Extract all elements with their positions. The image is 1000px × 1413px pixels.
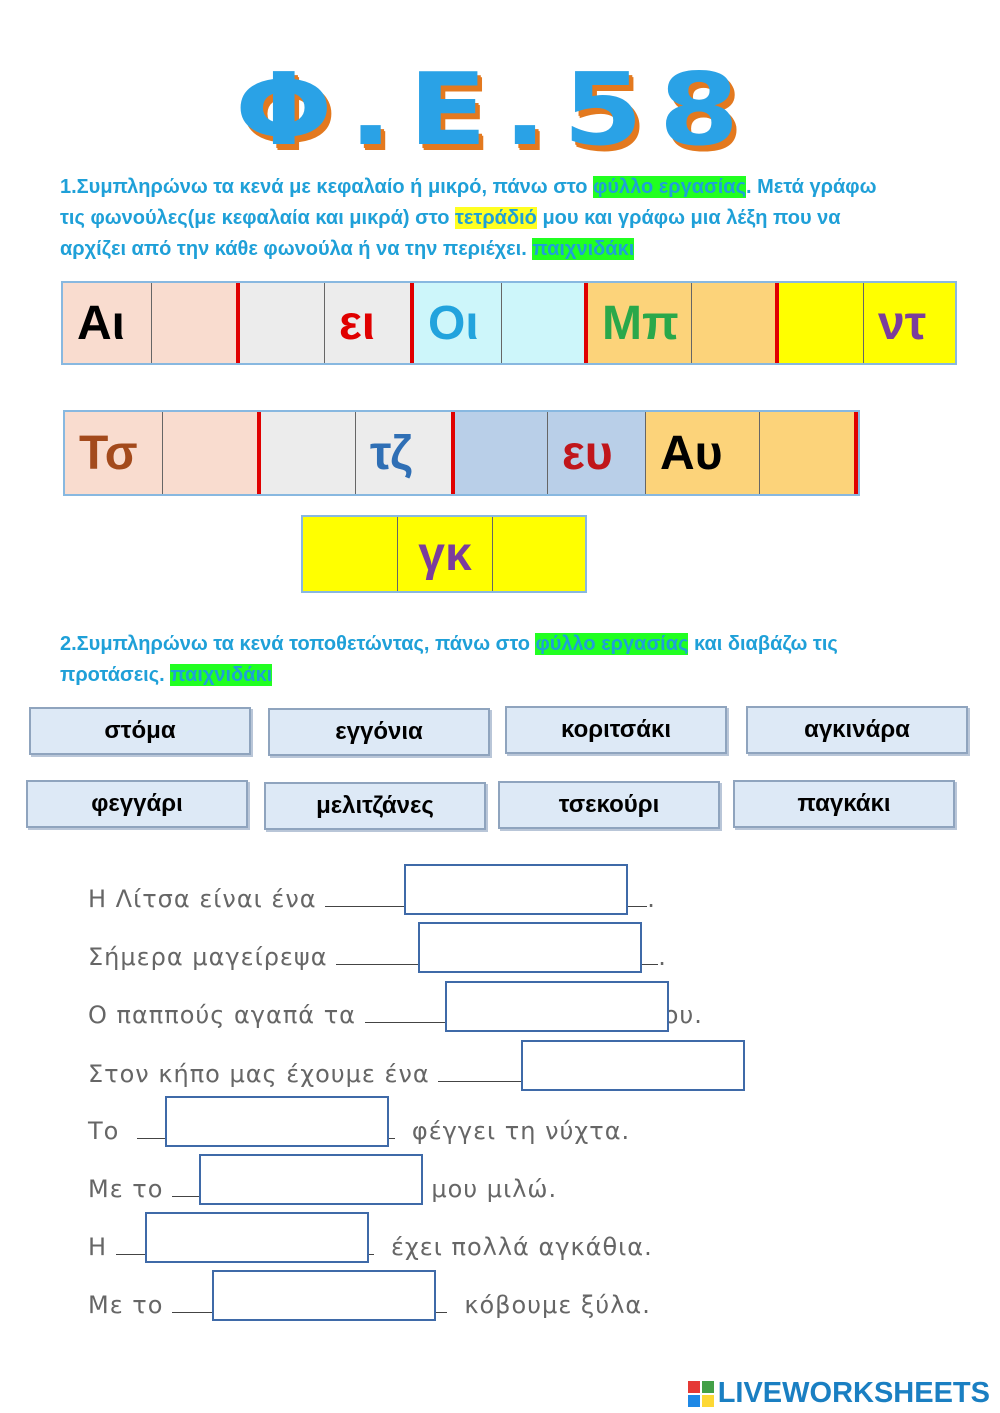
syllable-blank-input[interactable] (455, 412, 548, 494)
syllable-blank-input[interactable] (163, 412, 261, 494)
answer-input[interactable] (521, 1040, 745, 1091)
syllable-cell: Αυ (646, 412, 760, 494)
instruction-1-line-2: τις φωνούλες(με κεφαλαία και μικρά) στο … (60, 207, 841, 229)
syllable-cell: Αι (63, 283, 152, 363)
word-card[interactable]: αγκινάρα (746, 706, 968, 754)
logo-icon (687, 1380, 714, 1407)
syllable-row-2: Τσ τζ ευ Αυ (63, 410, 860, 496)
syllable-blank-input[interactable] (261, 412, 356, 494)
syllable-blank-input[interactable] (692, 283, 779, 363)
answer-input[interactable] (165, 1096, 389, 1147)
syllable-cell: Οι (414, 283, 502, 363)
link-worksheet[interactable]: φύλλο εργασίας (535, 633, 689, 655)
syllable-cell: Μπ (588, 283, 692, 363)
syllable-blank-input[interactable] (760, 412, 858, 494)
sentence-7: Η έχει πολλά αγκάθια. (88, 1233, 653, 1261)
notebook-highlight: τετράδιό (454, 207, 537, 229)
word-card[interactable]: φεγγάρι (26, 780, 248, 828)
answer-input[interactable] (445, 981, 669, 1032)
word-card[interactable]: στόμα (29, 707, 251, 755)
link-game[interactable]: παιχνιδάκι (170, 664, 273, 686)
syllable-blank-input[interactable] (502, 283, 588, 363)
syllable-blank-input[interactable] (240, 283, 325, 363)
word-card[interactable]: κοριτσάκι (505, 706, 727, 754)
word-card[interactable]: μελιτζάνες (264, 782, 486, 830)
worksheet-title: Φ.Ε.58 (234, 51, 756, 168)
word-card[interactable]: τσεκούρι (498, 781, 720, 829)
logo-text: LIVEWORKSHEETS (717, 1377, 990, 1409)
instruction-2-line-1: 2.Συμπληρώνω τα κενά τοποθετώντας, πάνω … (60, 633, 838, 655)
word-card[interactable]: παγκάκι (733, 780, 955, 828)
syllable-cell: ει (325, 283, 414, 363)
syllable-blank-input[interactable] (779, 283, 864, 363)
answer-input[interactable] (418, 922, 642, 973)
answer-input[interactable] (212, 1270, 436, 1321)
answer-input[interactable] (145, 1212, 369, 1263)
link-game[interactable]: παιχνιδάκι (532, 238, 635, 260)
syllable-cell: ευ (548, 412, 646, 494)
sentence-6: Με το μου μιλώ. (88, 1175, 558, 1203)
link-worksheet[interactable]: φύλλο εργασίας (593, 176, 747, 198)
syllable-cell: τζ (356, 412, 455, 494)
syllable-row-1: Αι ει Οι Μπ ντ (61, 281, 957, 365)
syllable-blank-input[interactable] (152, 283, 240, 363)
liveworksheets-logo: LIVEWORKSHEETS (687, 1377, 990, 1410)
sentence-1: Η Λίτσα είναι ένα . (88, 885, 656, 913)
syllable-row-3: γκ (301, 515, 587, 593)
answer-input[interactable] (199, 1154, 423, 1205)
syllable-blank-input[interactable] (303, 517, 398, 591)
sentence-8: Με το κόβουμε ξύλα. (88, 1291, 651, 1319)
instruction-2-line-2: προτάσεις. παιχνιδάκι (60, 664, 273, 686)
sentence-5: Το φέγγει τη νύχτα. (88, 1117, 631, 1145)
word-card[interactable]: εγγόνια (268, 708, 490, 756)
instruction-1-line-1: 1.Συμπληρώνω τα κενά με κεφαλαίο ή μικρό… (60, 176, 877, 198)
answer-input[interactable] (404, 864, 628, 915)
syllable-cell: γκ (398, 517, 493, 591)
instruction-1-line-3: αρχίζει από την κάθε φωνούλα ή να την πε… (60, 238, 635, 260)
syllable-cell: Τσ (65, 412, 163, 494)
syllable-blank-input[interactable] (493, 517, 585, 591)
syllable-cell: ντ (864, 283, 955, 363)
